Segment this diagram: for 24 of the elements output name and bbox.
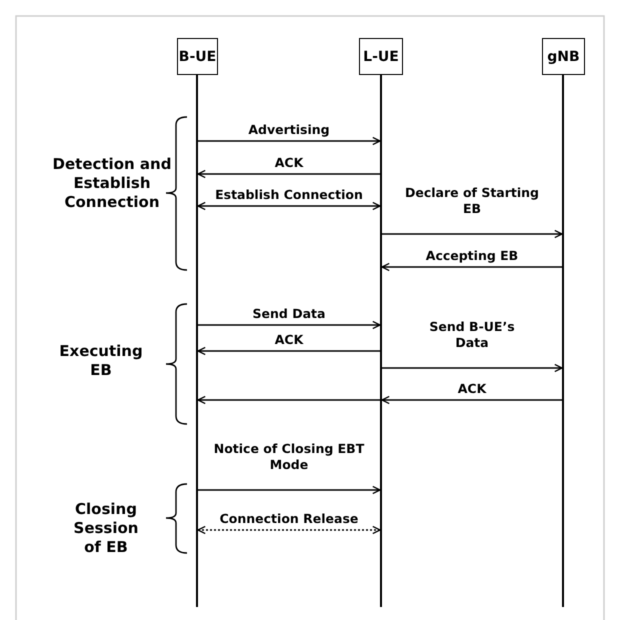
lifeline xyxy=(380,75,382,607)
phase-label: Detection and Establish Connection xyxy=(52,155,172,212)
message-arrow xyxy=(382,364,563,372)
participant-box xyxy=(177,38,218,75)
participant-box xyxy=(359,38,403,75)
message-arrow xyxy=(197,396,380,404)
message-arrow xyxy=(197,346,380,356)
message-arrow xyxy=(382,230,563,238)
message-arrow xyxy=(198,486,381,494)
message-arrow xyxy=(197,202,381,210)
lifeline xyxy=(562,75,564,607)
message-arrow xyxy=(198,136,381,146)
message-arrow xyxy=(197,170,380,178)
message-arrow xyxy=(381,396,562,404)
participant-box xyxy=(542,38,585,75)
lifeline xyxy=(196,75,198,607)
phase-label: Closing Session of EB xyxy=(72,500,140,557)
participant-name: gNB xyxy=(547,48,580,64)
participant-name: L-UE xyxy=(363,48,399,64)
message-arrow xyxy=(381,262,562,272)
message-arrow xyxy=(197,526,381,534)
phase-label: Executing EB xyxy=(58,342,144,380)
participant-name: B-UE xyxy=(178,48,216,64)
message-arrow xyxy=(198,320,381,330)
